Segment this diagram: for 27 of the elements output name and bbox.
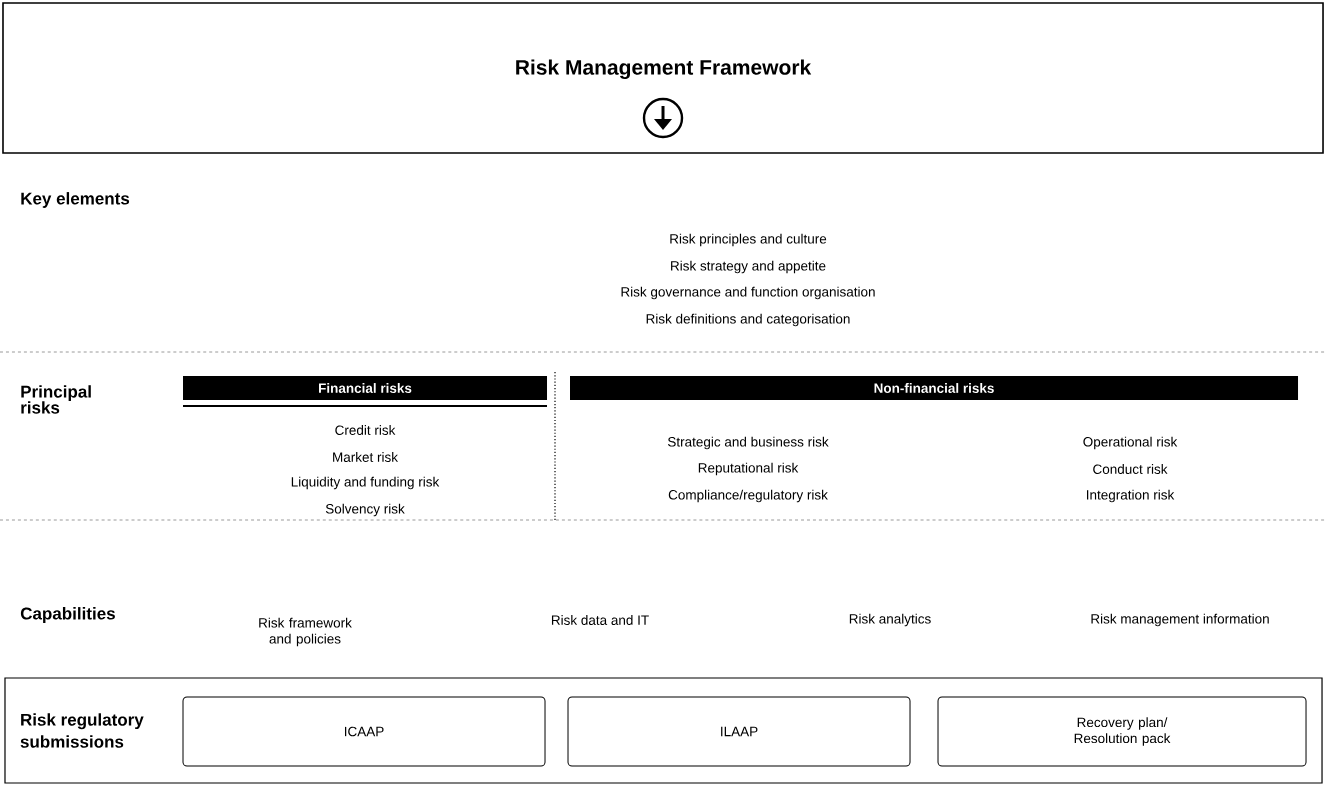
category-bar: Financial risks: [182, 376, 548, 407]
submission-box: ILAAP: [567, 696, 911, 767]
list-item: Compliance/regulatory risk: [668, 489, 828, 503]
list-item: Solvency risk: [325, 503, 405, 517]
submission-box: ICAAP: [182, 696, 546, 767]
list-item: Credit risk: [335, 425, 396, 435]
list-item: Operational risk: [1083, 436, 1178, 450]
list-item: Risk definitions and categorisation: [646, 313, 850, 327]
section-heading: Principal risks: [21, 385, 91, 414]
list-item: Risk governance and function organisation: [621, 286, 875, 300]
list-item: Conduct risk: [1093, 464, 1168, 474]
category-bar: Non-financial risks: [570, 376, 1299, 400]
list-item: Strategic and business risk: [667, 436, 829, 450]
list-item: Risk framework and policies: [259, 617, 352, 647]
framework-box: Risk Management Framework: [2, 2, 1324, 154]
list-item: Liquidity and funding risk: [291, 476, 440, 490]
list-item: Risk strategy and appetite: [671, 260, 826, 274]
list-item: Risk data and IT: [551, 615, 649, 625]
section-heading: Capabilities: [20, 607, 115, 623]
submission-box: Recovery plan/ Resolution pack: [937, 696, 1307, 767]
list-item: Reputational risk: [698, 462, 799, 476]
list-item: Market risk: [333, 452, 398, 462]
list-item: Integration risk: [1087, 489, 1175, 503]
list-item: Risk analytics: [849, 613, 931, 627]
section-heading: Key elements: [21, 192, 130, 208]
list-item: Risk management information: [1091, 613, 1269, 627]
list-item: Risk principles and culture: [670, 233, 827, 247]
